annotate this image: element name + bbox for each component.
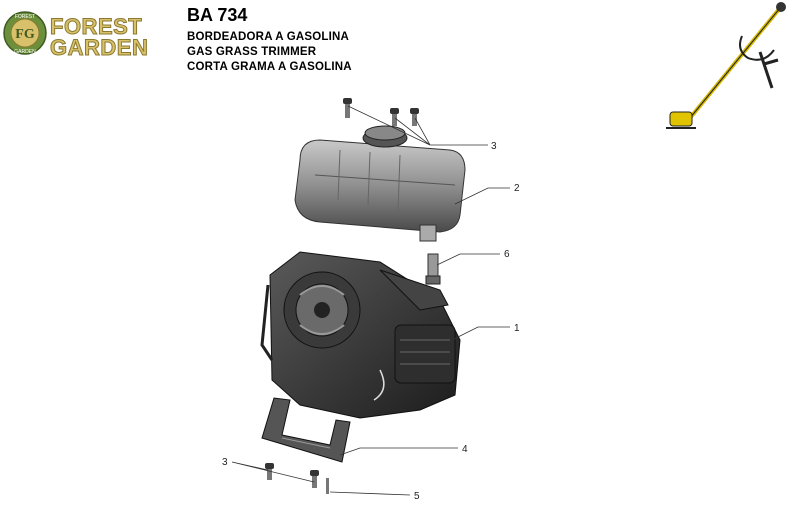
screw-icon	[343, 98, 352, 118]
brand-name-line2: GARDEN	[49, 35, 149, 60]
callout-5: 5	[414, 491, 420, 502]
product-name-es: CORTA GRAMA A GASOLINA	[187, 61, 352, 73]
fuel-hose	[425, 253, 441, 285]
screw-icon	[410, 108, 419, 126]
engine-assembly	[260, 251, 461, 419]
screw-icon	[390, 108, 399, 126]
fuel-tank	[294, 125, 466, 242]
callout-2: 2	[514, 183, 520, 194]
grass-trimmer-illustration	[666, 2, 786, 129]
logo-ring-top: FOREST	[15, 14, 35, 20]
pin-icon	[326, 478, 329, 494]
screw-set-bottom	[265, 463, 329, 494]
screw-icon	[310, 470, 319, 488]
logo-ring-bottom: GARDEN	[14, 49, 36, 55]
callout-4: 4	[462, 444, 468, 455]
callout-3-top: 3	[491, 141, 497, 152]
product-name-en: GAS GRASS TRIMMER	[187, 46, 317, 58]
bracket	[261, 397, 351, 463]
brand-name-line1: FOREST	[49, 14, 143, 39]
model-number: BA 734	[187, 5, 248, 25]
screw-set-top	[343, 98, 419, 126]
callout-6: 6	[504, 249, 510, 260]
brand-logo: FG FOREST GARDEN FOREST GARDEN	[2, 8, 180, 60]
callout-3-bottom: 3	[222, 457, 228, 468]
title-block: BA 734 BORDEADORA A GASOLINA GAS GRASS T…	[187, 4, 352, 75]
logo-badge-letters: FG	[15, 27, 35, 42]
product-name-pt: BORDEADORA A GASOLINA	[187, 31, 350, 43]
screw-icon	[265, 463, 274, 480]
callout-1: 1	[514, 323, 520, 334]
logo-badge-icon: FG FOREST GARDEN	[3, 11, 47, 55]
callout-leaders	[231, 105, 510, 496]
